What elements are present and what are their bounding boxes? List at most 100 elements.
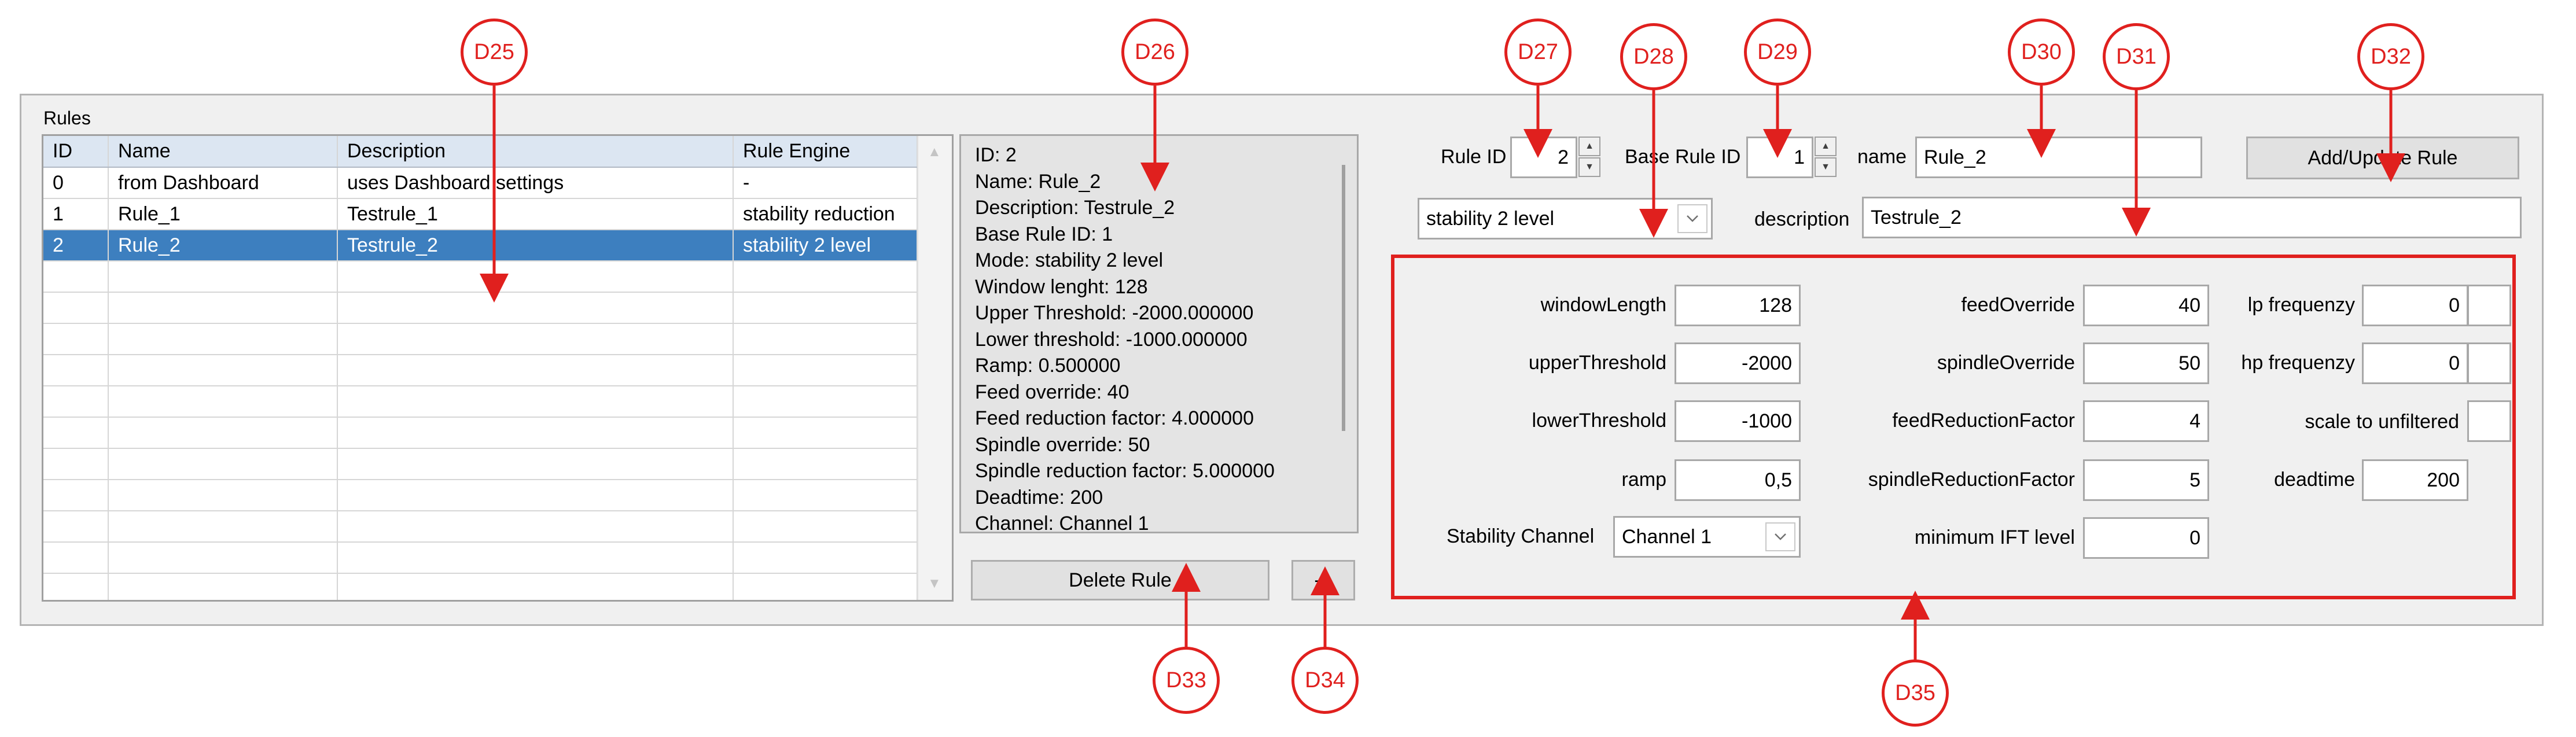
stability-channel-select[interactable]: Channel 1 <box>1613 516 1801 558</box>
table-row-empty[interactable] <box>43 386 918 418</box>
table-row-empty[interactable] <box>43 448 918 480</box>
cell-description: Testrule_1 <box>337 198 734 230</box>
cell-empty <box>43 417 109 449</box>
decrement-icon[interactable]: ▼ <box>1578 157 1600 177</box>
details-scrollbar[interactable] <box>1331 136 1357 532</box>
cell-empty <box>733 355 918 386</box>
ramp-label: ramp <box>1621 469 1666 491</box>
scale-to-unfiltered-checkbox[interactable] <box>2467 400 2511 442</box>
table-row-empty[interactable] <box>43 355 918 386</box>
callout-d30: D30 <box>2008 19 2075 86</box>
lp-frequenzy-label: lp frequenzy <box>2247 294 2355 316</box>
detail-line: Base Rule ID: 1 <box>975 223 1113 245</box>
column-header-description[interactable]: Description <box>337 136 734 168</box>
ramp-input[interactable]: 0,5 <box>1675 459 1801 501</box>
window-length-input[interactable]: 128 <box>1675 285 1801 326</box>
description-input[interactable]: Testrule_2 <box>1862 197 2522 238</box>
cell-id: 1 <box>43 198 109 230</box>
hp-frequenzy-toggle[interactable] <box>2467 342 2511 384</box>
chevron-down-icon[interactable] <box>1765 522 1795 551</box>
table-row[interactable]: 1 Rule_1 Testrule_1 stability reduction <box>43 198 918 230</box>
cell-empty <box>43 448 109 480</box>
table-row-empty[interactable] <box>43 417 918 449</box>
cell-empty <box>43 480 109 511</box>
increment-icon[interactable]: ▲ <box>1815 137 1837 156</box>
scroll-up-icon[interactable]: ▲ <box>928 144 941 160</box>
cell-rule-engine: stability reduction <box>733 198 918 230</box>
lp-frequenzy-toggle[interactable] <box>2467 285 2511 326</box>
spindle-override-label: spindleOverride <box>1937 352 2075 374</box>
hp-frequenzy-input[interactable]: 0 <box>2362 342 2468 384</box>
delete-rule-button[interactable]: Delete Rule <box>971 560 1269 600</box>
table-row-empty[interactable] <box>43 511 918 543</box>
cell-empty <box>108 386 338 418</box>
deadtime-input[interactable]: 200 <box>2362 459 2468 501</box>
callout-d32: D32 <box>2357 23 2424 90</box>
cell-empty <box>43 542 109 574</box>
rule-id-label: Rule ID <box>1441 146 1507 168</box>
callout-d27: D27 <box>1504 19 1572 86</box>
table-row-empty[interactable] <box>43 292 918 324</box>
cell-empty <box>108 261 338 293</box>
name-input[interactable]: Rule_2 <box>1915 137 2202 178</box>
chevron-down-icon[interactable] <box>1677 204 1707 233</box>
scroll-down-icon[interactable]: ▼ <box>928 576 941 591</box>
column-header-id[interactable]: ID <box>43 136 109 168</box>
feed-reduction-factor-label: feedReductionFactor <box>1892 410 2075 432</box>
upper-threshold-input[interactable]: -2000 <box>1675 342 1801 384</box>
cell-empty <box>733 261 918 293</box>
rule-id-spinner[interactable]: ▲ ▼ <box>1578 137 1600 178</box>
details-scrollbar-thumb[interactable] <box>1342 165 1345 431</box>
callout-d29: D29 <box>1744 19 1811 86</box>
callout-d26: D26 <box>1121 19 1188 86</box>
cell-empty <box>733 480 918 511</box>
table-row-empty[interactable] <box>43 480 918 511</box>
cell-empty <box>43 573 109 600</box>
detail-line: Feed override: 40 <box>975 381 1129 403</box>
cell-empty <box>337 480 734 511</box>
base-rule-id-spinner[interactable]: ▲ ▼ <box>1815 137 1837 178</box>
cell-empty <box>43 355 109 386</box>
cell-description: Testrule_2 <box>337 230 734 261</box>
minimum-ift-level-input[interactable]: 0 <box>2083 517 2209 559</box>
table-row-empty[interactable] <box>43 542 918 574</box>
table-row-empty[interactable] <box>43 261 918 293</box>
cell-empty <box>733 511 918 543</box>
detail-line: Window lenght: 128 <box>975 275 1148 298</box>
column-header-rule-engine[interactable]: Rule Engine <box>733 136 918 168</box>
spindle-reduction-factor-label: spindleReductionFactor <box>1868 469 2075 491</box>
cell-empty <box>43 323 109 355</box>
cell-empty <box>733 386 918 418</box>
cell-name: Rule_1 <box>108 198 338 230</box>
detail-line: Lower threshold: -1000.000000 <box>975 328 1247 351</box>
lp-frequenzy-input[interactable]: 0 <box>2362 285 2468 326</box>
table-row-empty[interactable] <box>43 323 918 355</box>
parameters-highlight-frame <box>1391 255 2516 599</box>
spindle-reduction-factor-input[interactable]: 5 <box>2083 459 2209 501</box>
detail-line: Description: Testrule_2 <box>975 197 1175 219</box>
callout-d35: D35 <box>1882 659 1949 727</box>
cell-name: Rule_2 <box>108 230 338 261</box>
cell-empty <box>733 417 918 449</box>
decrement-icon[interactable]: ▼ <box>1815 157 1837 177</box>
upper-threshold-label: upperThreshold <box>1528 352 1666 374</box>
cell-rule-engine: stability 2 level <box>733 230 918 261</box>
table-row-empty[interactable] <box>43 573 918 600</box>
lower-threshold-input[interactable]: -1000 <box>1675 400 1801 442</box>
feed-reduction-factor-input[interactable]: 4 <box>2083 400 2209 442</box>
rules-table[interactable]: ID Name Description Rule Engine 0 from D… <box>42 134 954 602</box>
column-header-name[interactable]: Name <box>108 136 338 168</box>
spindle-override-input[interactable]: 50 <box>2083 342 2209 384</box>
cell-empty <box>733 542 918 574</box>
cell-empty <box>337 355 734 386</box>
table-row-selected[interactable]: 2 Rule_2 Testrule_2 stability 2 level <box>43 230 918 261</box>
cell-empty <box>108 355 338 386</box>
table-scrollbar[interactable]: ▲ ▼ <box>917 136 952 600</box>
table-row[interactable]: 0 from Dashboard uses Dashboard settings… <box>43 167 918 199</box>
cell-empty <box>337 386 734 418</box>
feed-override-input[interactable]: 40 <box>2083 285 2209 326</box>
name-label: name <box>1857 146 1907 168</box>
increment-icon[interactable]: ▲ <box>1578 137 1600 156</box>
